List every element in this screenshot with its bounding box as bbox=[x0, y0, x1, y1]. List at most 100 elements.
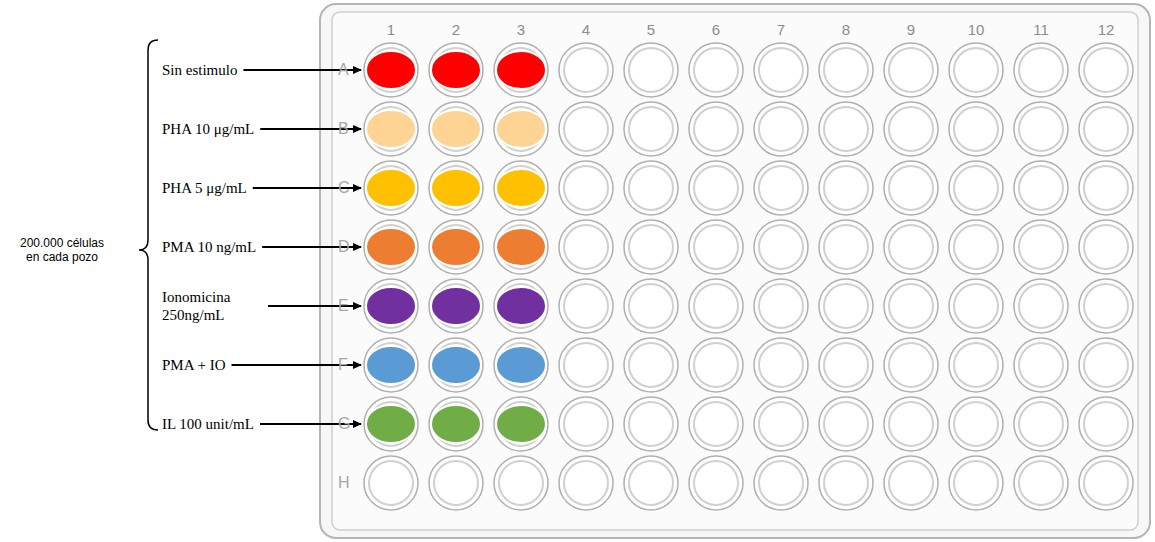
row-letter: H bbox=[338, 473, 350, 492]
well bbox=[624, 338, 678, 392]
well bbox=[949, 220, 1003, 274]
well-inner bbox=[694, 284, 738, 328]
well bbox=[364, 220, 418, 274]
well bbox=[884, 279, 938, 333]
well bbox=[754, 338, 808, 392]
well bbox=[754, 102, 808, 156]
well bbox=[494, 220, 548, 274]
row-letter: G bbox=[338, 414, 350, 433]
well bbox=[949, 43, 1003, 97]
well bbox=[819, 279, 873, 333]
condition-label: IL 100 unit/mL bbox=[162, 415, 254, 433]
well bbox=[494, 279, 548, 333]
well-inner bbox=[1019, 284, 1063, 328]
well-inner bbox=[954, 48, 998, 92]
well bbox=[949, 456, 1003, 510]
well bbox=[949, 161, 1003, 215]
well-inner bbox=[629, 48, 673, 92]
well bbox=[559, 220, 613, 274]
row-letter: D bbox=[338, 237, 350, 256]
column-number: 11 bbox=[1033, 21, 1049, 39]
well bbox=[559, 456, 613, 510]
well bbox=[364, 102, 418, 156]
well bbox=[559, 338, 613, 392]
well-inner bbox=[629, 225, 673, 269]
well-inner bbox=[824, 225, 868, 269]
well bbox=[624, 161, 678, 215]
well bbox=[364, 43, 418, 97]
well-inner bbox=[889, 402, 933, 446]
well bbox=[949, 102, 1003, 156]
well bbox=[1079, 161, 1133, 215]
well-inner bbox=[759, 284, 803, 328]
column-number: 6 bbox=[712, 21, 720, 39]
filled-well bbox=[431, 405, 481, 443]
well bbox=[754, 279, 808, 333]
well-inner bbox=[1084, 225, 1128, 269]
well bbox=[624, 220, 678, 274]
well bbox=[949, 338, 1003, 392]
well bbox=[754, 220, 808, 274]
well-inner bbox=[629, 402, 673, 446]
row-letter: B bbox=[338, 119, 349, 138]
well bbox=[1014, 43, 1068, 97]
well bbox=[884, 338, 938, 392]
plate-outline bbox=[320, 4, 1150, 538]
filled-well bbox=[431, 51, 481, 89]
condition-label: PHA 5 μg/mL bbox=[162, 179, 247, 197]
well bbox=[494, 397, 548, 451]
well bbox=[1014, 102, 1068, 156]
well-inner bbox=[759, 461, 803, 505]
filled-well bbox=[496, 228, 546, 266]
well-inner bbox=[694, 166, 738, 210]
well bbox=[819, 338, 873, 392]
well bbox=[949, 279, 1003, 333]
well bbox=[559, 161, 613, 215]
cell-count-note: 200.000 células en cada pozo bbox=[12, 236, 112, 265]
well-inner bbox=[564, 284, 608, 328]
well-inner bbox=[759, 48, 803, 92]
well-inner bbox=[954, 225, 998, 269]
well bbox=[1014, 161, 1068, 215]
well bbox=[429, 220, 483, 274]
well-inner bbox=[759, 343, 803, 387]
well-inner bbox=[954, 402, 998, 446]
well bbox=[364, 161, 418, 215]
well-inner bbox=[1084, 48, 1128, 92]
well bbox=[754, 456, 808, 510]
well bbox=[624, 43, 678, 97]
well bbox=[429, 338, 483, 392]
well bbox=[429, 43, 483, 97]
well-inner bbox=[824, 343, 868, 387]
well bbox=[884, 220, 938, 274]
well bbox=[364, 279, 418, 333]
filled-well bbox=[366, 51, 416, 89]
well bbox=[1014, 220, 1068, 274]
well-inner bbox=[564, 48, 608, 92]
well bbox=[1014, 397, 1068, 451]
well-inner bbox=[889, 48, 933, 92]
filled-well bbox=[496, 169, 546, 207]
column-number: 8 bbox=[842, 21, 850, 39]
well-inner bbox=[369, 461, 413, 505]
well bbox=[1014, 279, 1068, 333]
row-letter: E bbox=[338, 296, 349, 315]
well-inner bbox=[954, 284, 998, 328]
well-inner bbox=[1084, 402, 1128, 446]
well bbox=[1079, 102, 1133, 156]
well bbox=[689, 397, 743, 451]
well-inner bbox=[889, 343, 933, 387]
well bbox=[624, 102, 678, 156]
well bbox=[689, 43, 743, 97]
well bbox=[1079, 279, 1133, 333]
well-inner bbox=[954, 461, 998, 505]
well-inner bbox=[694, 225, 738, 269]
well bbox=[494, 456, 548, 510]
condition-label: Ionomicina 250ng/mL bbox=[162, 288, 262, 324]
well-inner bbox=[1019, 343, 1063, 387]
column-number: 10 bbox=[968, 21, 985, 39]
plate-frame bbox=[332, 12, 1138, 530]
column-number: 5 bbox=[647, 21, 655, 39]
well-inner bbox=[889, 166, 933, 210]
